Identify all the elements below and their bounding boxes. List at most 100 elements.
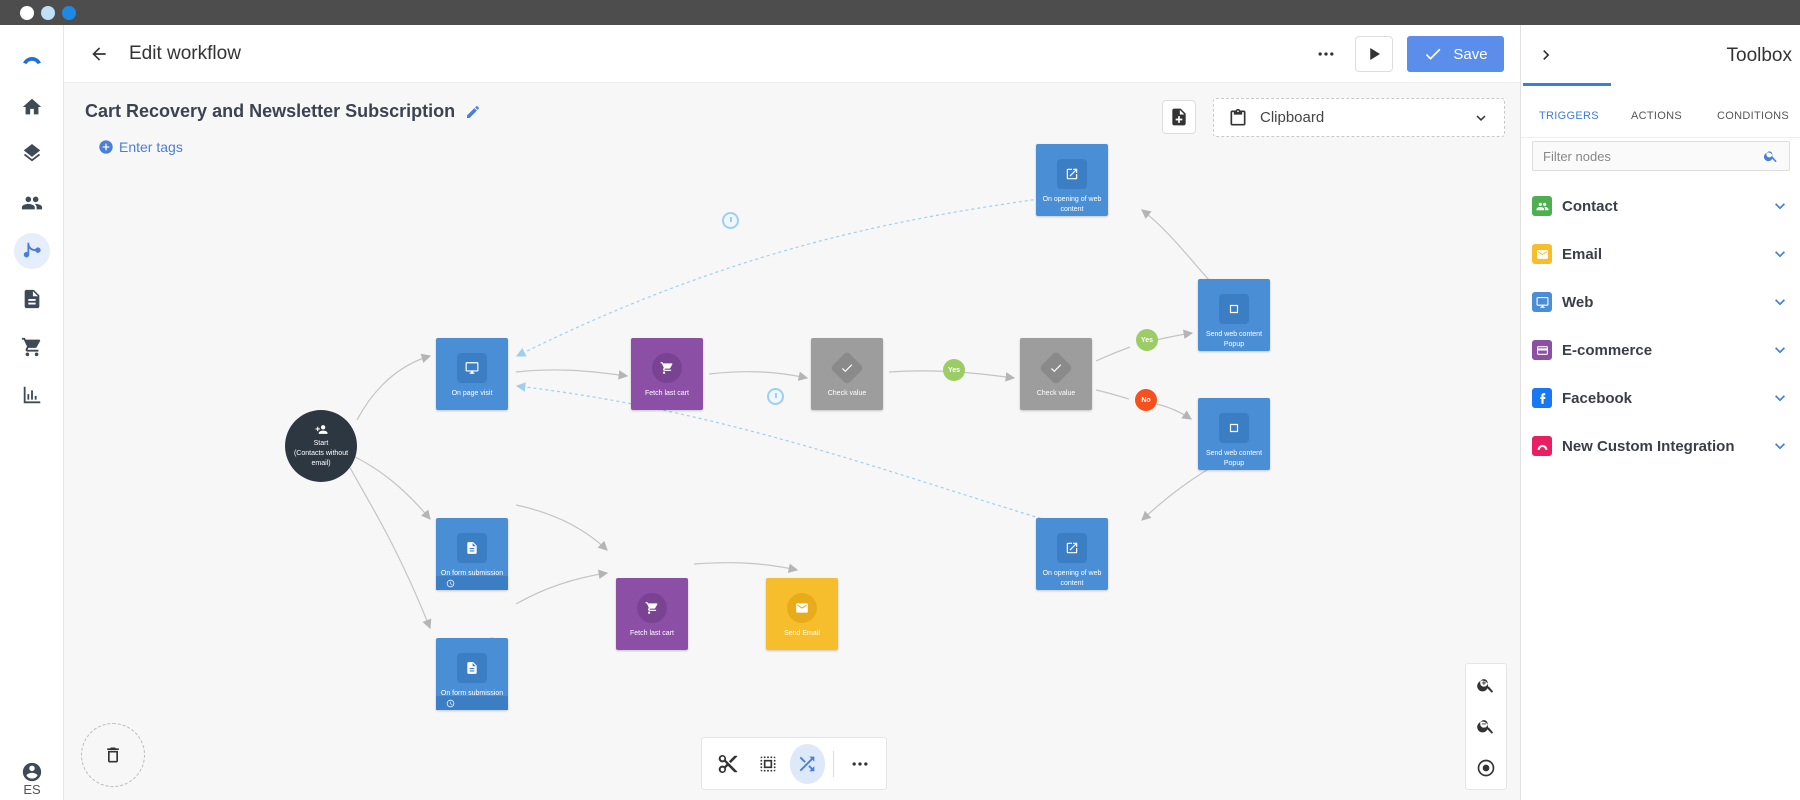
- open-in-new-icon: [1057, 533, 1087, 563]
- zoom-in-icon[interactable]: [1476, 675, 1496, 695]
- chevron-down-icon: [1775, 443, 1785, 450]
- page-title: Edit workflow: [129, 43, 241, 64]
- node-label: Fetch last cart: [630, 630, 674, 637]
- edge-yes-popup1: [1155, 329, 1194, 341]
- node-label: On opening of web content: [1042, 196, 1102, 213]
- toolbox-category-custom-integration[interactable]: New Custom Integration: [1532, 429, 1790, 463]
- recenter-icon[interactable]: [1476, 758, 1496, 778]
- edit-pencil-icon[interactable]: [465, 104, 481, 120]
- reports-icon[interactable]: [14, 377, 50, 413]
- edge-start-pagevisit: [356, 353, 432, 421]
- document-icon[interactable]: [14, 281, 50, 317]
- home-icon[interactable]: [14, 89, 50, 125]
- chevron-down-icon: [1476, 114, 1486, 121]
- node-on-opening-web-content-1[interactable]: On opening of web content: [1036, 144, 1108, 216]
- scissors-icon: [718, 754, 738, 773]
- clock-icon: [446, 579, 455, 587]
- edge-form1-fetch2: [515, 504, 608, 551]
- cart-icon[interactable]: [14, 329, 50, 365]
- delete-drop-zone[interactable]: [81, 723, 145, 787]
- shuffle-layout-button[interactable]: [789, 743, 826, 784]
- chevron-down-icon: [1775, 395, 1785, 402]
- note-add-icon: [1172, 108, 1186, 126]
- node-on-form-submission-2[interactable]: On form submission: [436, 638, 508, 710]
- clipboard-dropdown[interactable]: Clipboard: [1213, 98, 1505, 137]
- zoom-out-icon[interactable]: [1476, 716, 1496, 736]
- more-options-icon[interactable]: [1311, 41, 1341, 67]
- node-send-web-content-popup-1[interactable]: Send web content Popup: [1198, 279, 1270, 351]
- enter-tags-link[interactable]: Enter tags: [98, 139, 183, 155]
- check-icon: [830, 351, 864, 385]
- tab-triggers[interactable]: TRIGGERS: [1539, 110, 1599, 122]
- node-send-web-content-popup-2[interactable]: Send web content Popup: [1198, 398, 1270, 470]
- node-send-email[interactable]: Send Email: [766, 578, 838, 650]
- workflow-name-text: Cart Recovery and Newsletter Subscriptio…: [85, 101, 456, 121]
- node-label: Fetch last cart: [645, 390, 689, 397]
- toolbox-title: Toolbox: [1726, 45, 1793, 66]
- collapse-toolbox-icon[interactable]: [1536, 45, 1556, 70]
- node-on-opening-web-content-2[interactable]: On opening of web content: [1036, 518, 1108, 590]
- toolbar-divider: [833, 750, 835, 777]
- node-label: Check value: [827, 390, 867, 397]
- left-navigation: ES: [0, 25, 64, 800]
- delay-timer-icon[interactable]: [767, 388, 784, 405]
- yes-badge: Yes: [943, 359, 965, 381]
- node-fetch-last-cart[interactable]: Fetch last cart: [631, 338, 703, 410]
- edge-form2-fetch2: [515, 569, 609, 605]
- node-check-value-2[interactable]: Check value: [1020, 338, 1092, 410]
- yes-badge: Yes: [1136, 329, 1158, 351]
- add-note-button[interactable]: [1162, 100, 1196, 134]
- add-users-icon: [315, 425, 327, 434]
- save-button[interactable]: Save: [1407, 36, 1504, 72]
- filter-nodes-input[interactable]: [1543, 148, 1763, 164]
- chevron-down-icon: [1775, 251, 1785, 258]
- language-label[interactable]: ES: [23, 782, 41, 797]
- toolbox-category-web[interactable]: Web: [1532, 285, 1790, 319]
- cart-icon: [637, 593, 667, 623]
- edge-start-form2: [345, 459, 432, 630]
- toolbox-tabs: TRIGGERS ACTIONS CONDITIONS: [1521, 82, 1800, 138]
- node-on-form-submission-1[interactable]: On form submission: [436, 518, 508, 590]
- no-badge: No: [1135, 389, 1157, 411]
- delay-timer-icon[interactable]: [722, 212, 739, 229]
- run-workflow-button[interactable]: [1355, 36, 1393, 72]
- tab-actions[interactable]: ACTIONS: [1631, 110, 1682, 122]
- category-label: E-commerce: [1562, 341, 1653, 359]
- contacts-icon[interactable]: [14, 185, 50, 221]
- category-label: Email: [1562, 245, 1603, 263]
- edge-check2-yes: [1095, 346, 1131, 362]
- toolbox-category-email[interactable]: Email: [1532, 237, 1790, 271]
- toolbox-category-facebook[interactable]: Facebook: [1532, 381, 1790, 415]
- layers-icon[interactable]: [14, 137, 50, 173]
- window-close-dot[interactable]: [20, 6, 34, 20]
- filter-nodes-field[interactable]: [1532, 141, 1790, 171]
- tab-conditions[interactable]: CONDITIONS: [1717, 110, 1790, 122]
- trash-icon: [107, 747, 119, 763]
- back-arrow-icon[interactable]: [86, 41, 112, 67]
- app-logo-icon[interactable]: [14, 38, 50, 74]
- select-area-button[interactable]: [750, 744, 786, 784]
- node-check-value-1[interactable]: Check value: [811, 338, 883, 410]
- enter-tags-label: Enter tags: [119, 139, 183, 155]
- toolbox-category-ecommerce[interactable]: E-commerce: [1532, 333, 1790, 367]
- popup-square-icon: [1219, 413, 1249, 443]
- node-label: Check value: [1036, 390, 1076, 397]
- shuffle-icon: [800, 756, 815, 771]
- start-node[interactable]: Start (Contacts without email): [285, 410, 357, 482]
- open-in-new-icon: [1057, 159, 1087, 189]
- workflow-icon[interactable]: [14, 233, 50, 269]
- window-maximize-dot[interactable]: [62, 6, 76, 20]
- edge-check2-no: [1095, 389, 1130, 400]
- more-tools-button[interactable]: [842, 744, 878, 784]
- more-horizontal-icon: [852, 761, 868, 766]
- window-minimize-dot[interactable]: [41, 6, 55, 20]
- user-avatar-icon[interactable]: [14, 759, 50, 785]
- workflow-canvas[interactable]: Cart Recovery and Newsletter Subscriptio…: [64, 83, 1520, 800]
- node-fetch-last-cart-2[interactable]: Fetch last cart: [616, 578, 688, 650]
- node-on-page-visit[interactable]: On page visit: [436, 338, 508, 410]
- cut-button[interactable]: [710, 744, 746, 784]
- search-icon: [1763, 151, 1777, 163]
- chevron-down-icon: [1775, 299, 1785, 306]
- toolbox-category-contact[interactable]: Contact: [1532, 189, 1790, 223]
- workflow-edges: [345, 191, 1211, 661]
